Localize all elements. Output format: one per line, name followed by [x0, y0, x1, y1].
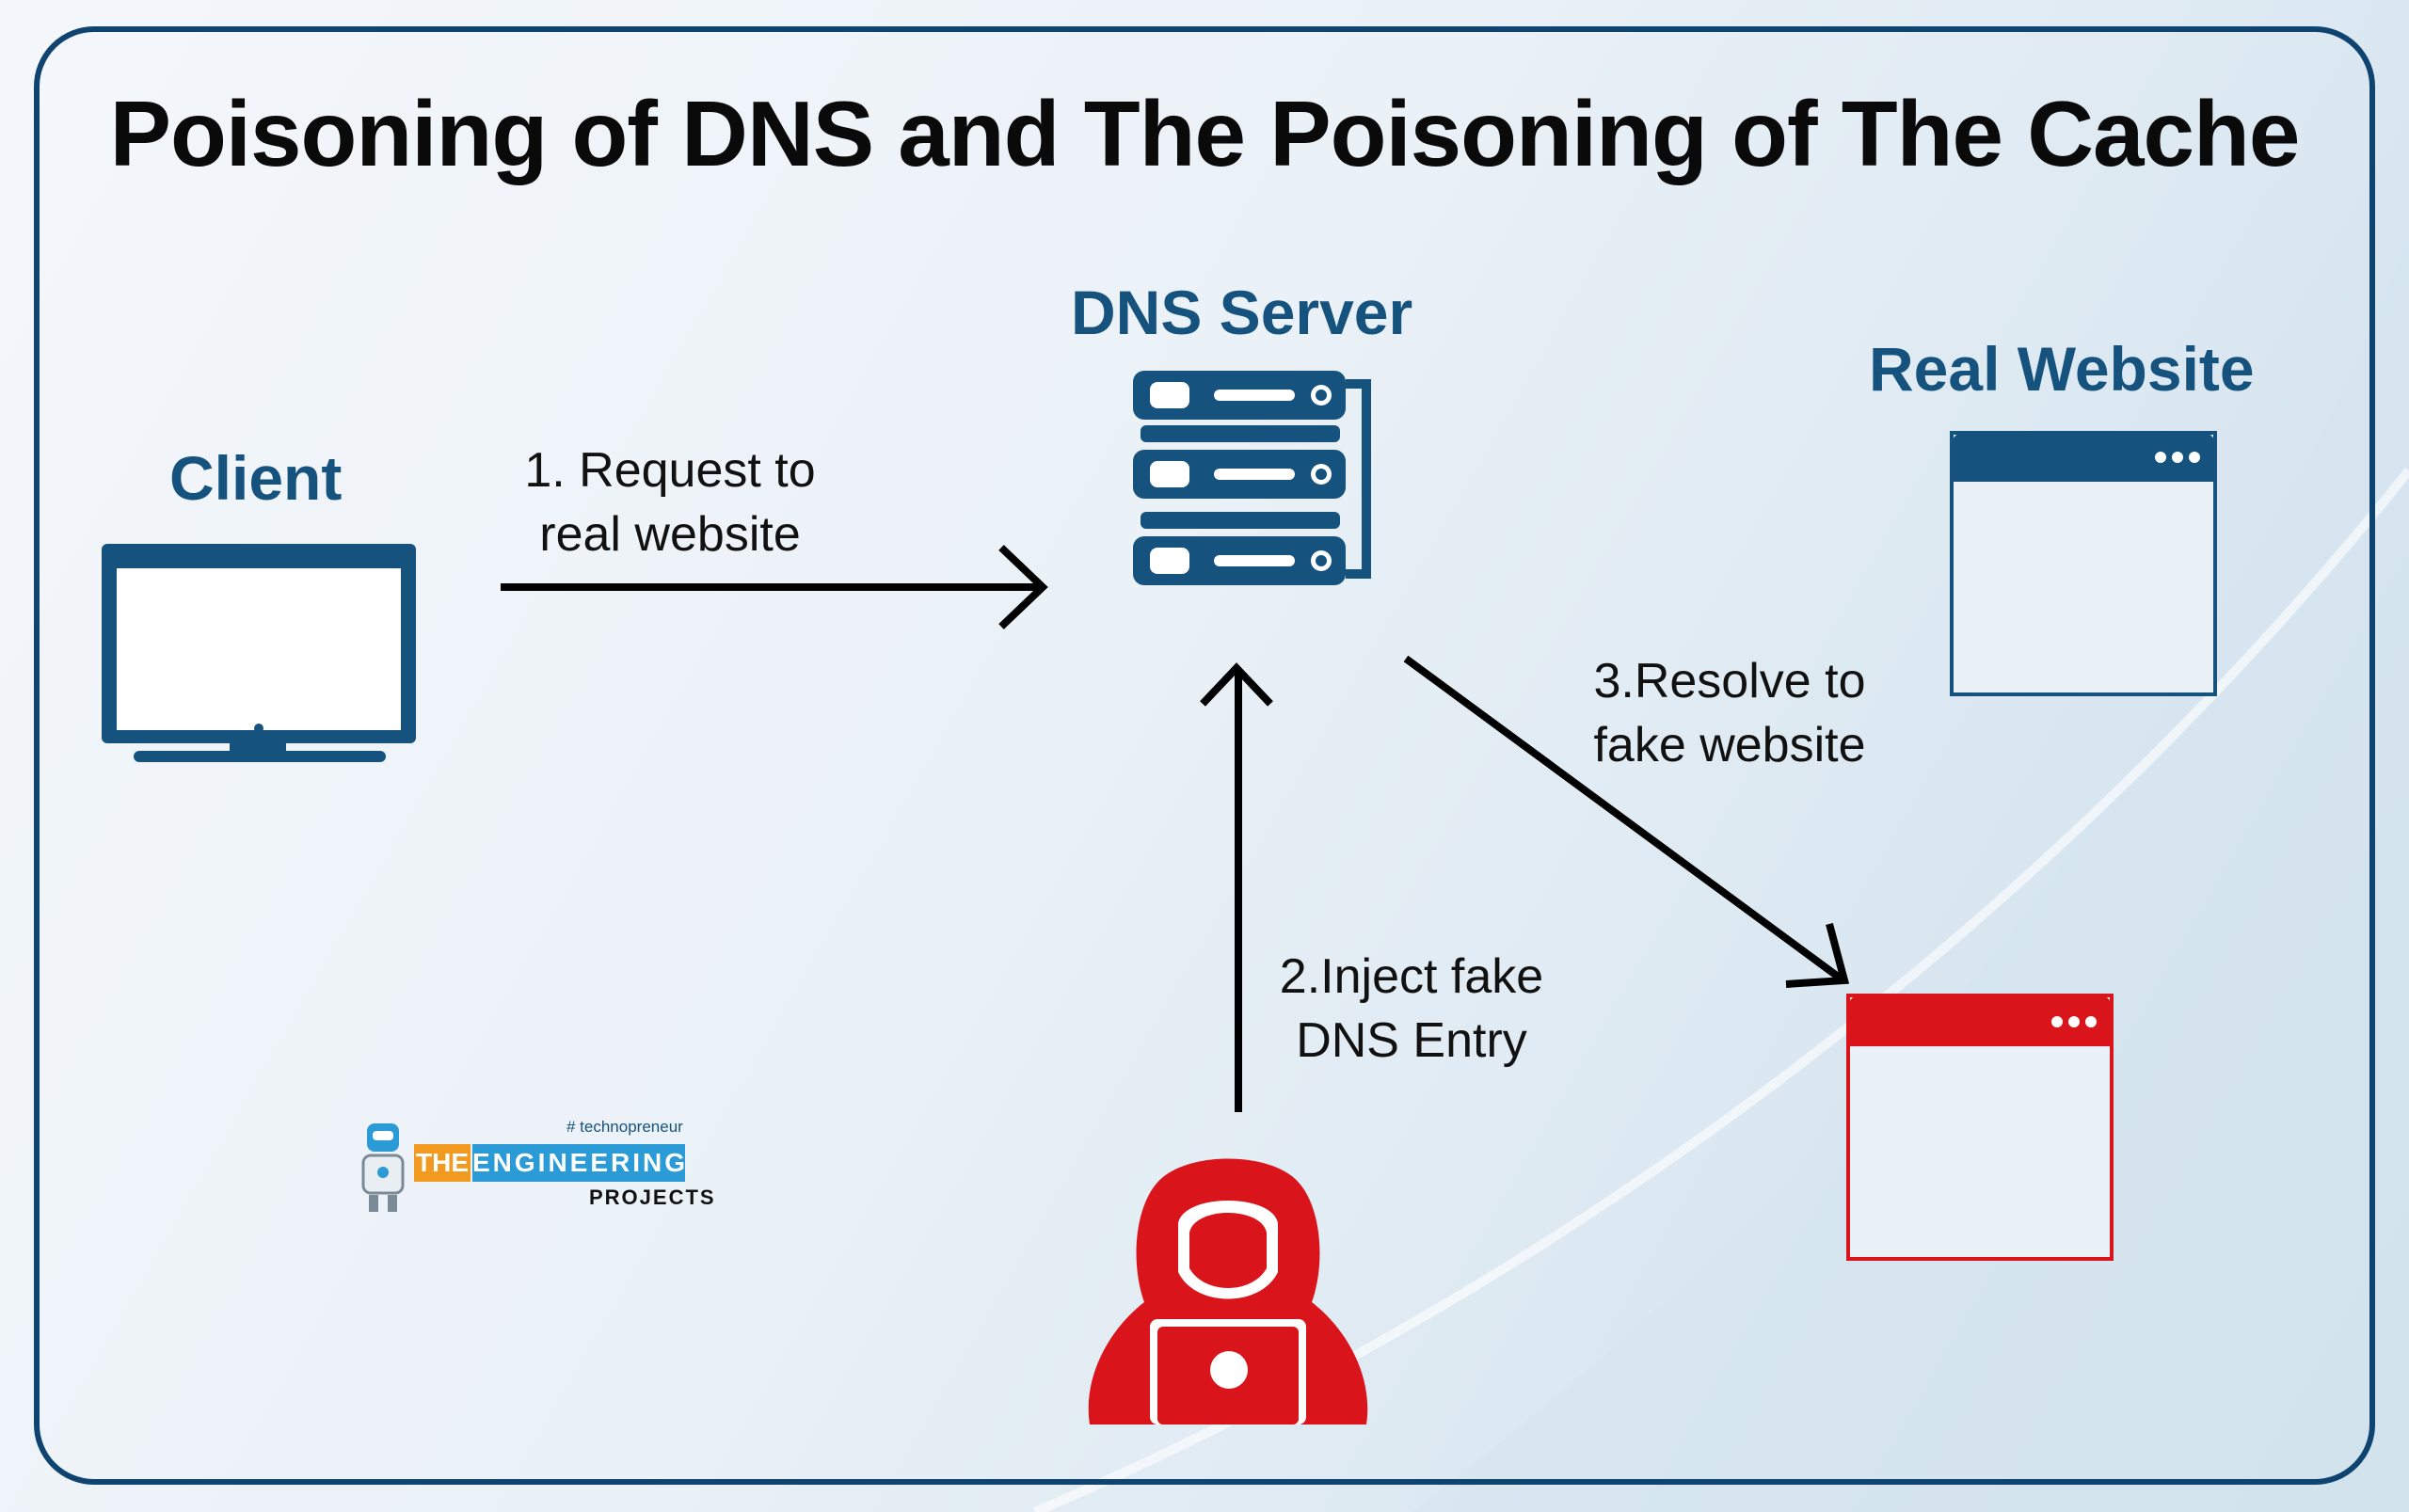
- diagram-frame: [34, 26, 2375, 1485]
- client-label: Client: [169, 443, 343, 513]
- step3-line2: fake website: [1593, 718, 1866, 772]
- arrow-resolve: [1403, 655, 1850, 988]
- step1-label: 1. Request to real website: [519, 438, 821, 566]
- real-website-label: Real Website: [1869, 334, 2255, 404]
- step2-line2: DNS Entry: [1296, 1013, 1527, 1068]
- robot-logo-icon: [361, 1123, 405, 1212]
- step1-line1: 1. Request to: [524, 443, 816, 498]
- diagram-title: Poisoning of DNS and The Poisoning of Th…: [109, 82, 2301, 185]
- engineering-projects-logo: # technopreneur THE ENGINEERING PROJECTS: [350, 1114, 714, 1218]
- logo-engineering: ENGINEERING: [472, 1144, 685, 1182]
- browser-window-icon: [1950, 431, 2217, 696]
- logo-tagline: # technopreneur: [566, 1118, 683, 1136]
- monitor-icon: [102, 544, 416, 762]
- step2-line1: 2.Inject fake: [1279, 949, 1544, 1004]
- dns-server-label: DNS Server: [1071, 278, 1413, 347]
- logo-the: THE: [414, 1144, 471, 1182]
- logo-projects: PROJECTS: [589, 1186, 716, 1209]
- hacker-icon: [1088, 1158, 1368, 1424]
- step2-label: 2.Inject fake DNS Entry: [1270, 945, 1553, 1073]
- step3-label: 3.Resolve to fake website: [1579, 649, 1880, 777]
- arrow-request: [501, 545, 1048, 629]
- step1-line2: real website: [539, 507, 801, 562]
- step3-line1: 3.Resolve to: [1593, 654, 1866, 708]
- server-icon: [1133, 371, 1371, 585]
- fake-browser-window-icon: [1846, 994, 2114, 1261]
- arrow-inject: [1200, 662, 1273, 1112]
